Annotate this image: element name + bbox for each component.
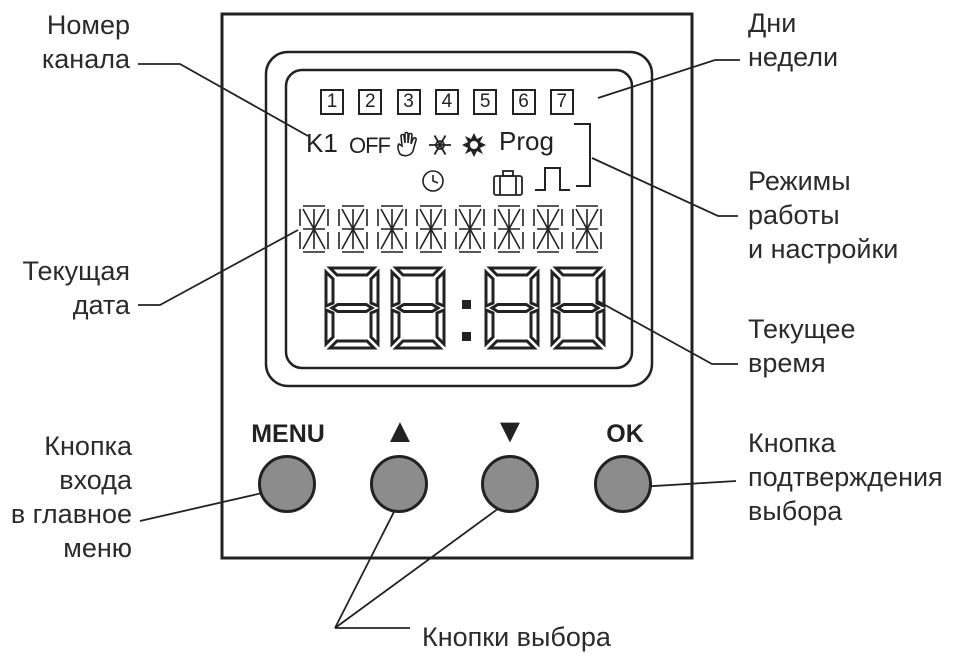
up-arrow-icon: ▲ [383,412,417,450]
time-segment-display [324,266,606,350]
prog-indicator: Prog [499,126,554,156]
callout-time [595,299,738,365]
date-char-6 [494,205,524,253]
clock-icon [422,170,444,192]
callout-select-up [334,499,401,629]
date-char-8 [572,205,602,253]
time-digit-5 [550,266,606,350]
hand-icon [397,131,417,157]
date-char-1 [299,205,329,253]
down-arrow-icon: ▼ [493,412,527,450]
day-box-6: 6 [511,89,536,115]
time-digit-4 [484,266,540,350]
date-char-5 [455,205,485,253]
day-box-1: 1 [320,89,344,115]
time-colon-dot [462,300,471,309]
down-button[interactable] [481,455,539,513]
menu-button-label: MENU [251,420,325,448]
time-digit-1 [324,266,380,350]
date-char-3 [377,205,407,253]
day-box-7: 7 [549,89,574,115]
label-select-buttons: Кнопки выбора [422,622,611,652]
modes-bracket [574,123,591,187]
pulse-icon [535,167,570,191]
date-char-7 [533,205,563,253]
up-button[interactable] [370,455,428,513]
day-box-4: 4 [434,89,459,115]
callout-days [597,59,740,99]
date-segment-display [299,205,602,253]
date-char-4 [416,205,446,253]
day-box-5: 5 [473,89,498,115]
channel-indicator: K1 [306,128,338,158]
day-box-3: 3 [396,89,421,115]
ok-button-label: OK [606,420,644,448]
menu-button[interactable] [258,455,316,513]
callout-channel [138,63,309,137]
time-colon-dot [462,332,471,341]
day-box-2: 2 [358,89,383,115]
callout-select-down [334,499,511,629]
time-digit-2 [390,266,446,350]
off-indicator: OFF [349,133,391,158]
ok-button[interactable] [594,455,652,513]
snowflake-icon [429,135,451,155]
date-char-2 [338,205,368,253]
suitcase-icon [493,170,523,196]
callout-date [138,229,299,306]
sun-icon [462,133,486,157]
callout-modes [591,157,738,217]
